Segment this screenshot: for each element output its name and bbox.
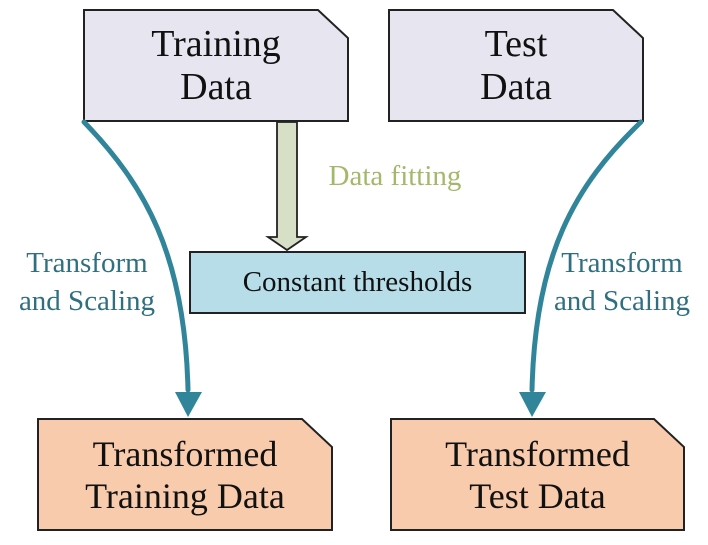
training-data-label: Training Data xyxy=(151,22,281,108)
constant-thresholds-label: Constant thresholds xyxy=(242,266,473,298)
constant-thresholds-node: Constant thresholds xyxy=(190,252,525,313)
left-transform-label: Transform and Scaling xyxy=(18,247,156,317)
training-data-shape xyxy=(83,9,349,122)
right-transform-arrowhead xyxy=(519,392,546,417)
transformed-test-label: Transformed Test Data xyxy=(445,433,630,516)
test-data-label: Test Data xyxy=(480,22,552,108)
data-fitting-arrow xyxy=(265,121,309,252)
right-transform-arrow xyxy=(529,119,644,393)
transformed-test-shape xyxy=(390,418,685,531)
transformed-training-shape xyxy=(37,418,333,531)
training-data-node: Training Data xyxy=(84,10,348,121)
transformed-test-node: Transformed Test Data xyxy=(391,419,684,530)
left-transform-arrow xyxy=(81,119,191,393)
left-transform-arrowhead xyxy=(175,392,202,417)
right-transform-label: Transform and Scaling xyxy=(553,247,691,317)
test-data-node: Test Data xyxy=(389,10,643,121)
constant-thresholds-shape xyxy=(189,251,526,314)
data-fitting-label: Data fitting xyxy=(328,160,462,192)
transformed-training-node: Transformed Training Data xyxy=(38,419,332,530)
transformed-training-label: Transformed Training Data xyxy=(85,433,285,516)
test-data-shape xyxy=(388,9,644,122)
